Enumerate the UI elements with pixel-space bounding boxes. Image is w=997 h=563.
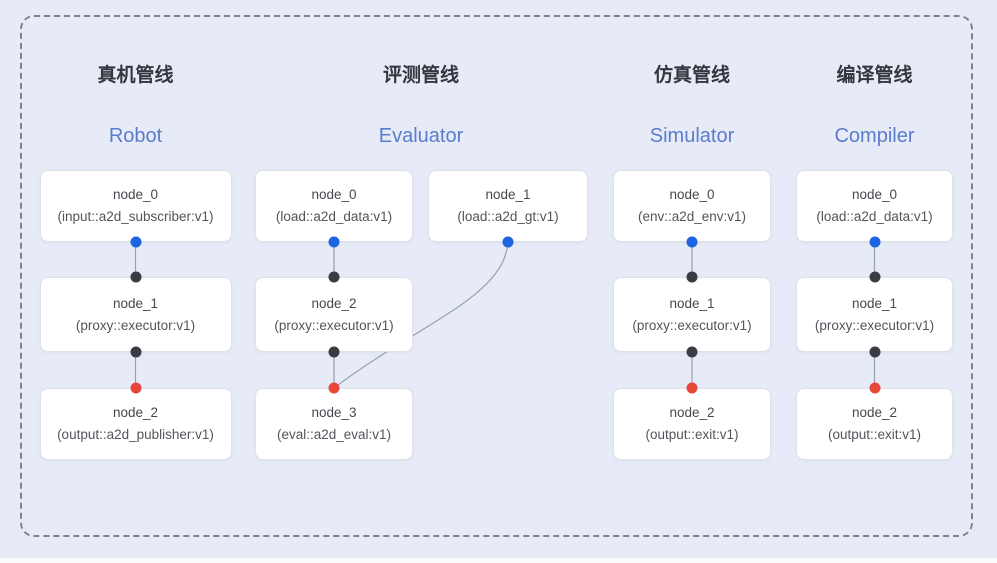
port-dot-black <box>869 346 880 358</box>
node-type: (load::a2d_gt:v1) <box>457 209 559 224</box>
node-type: (input::a2d_subscriber:v1) <box>57 209 214 224</box>
port-dot-red <box>686 382 698 394</box>
node-name: node_0 <box>112 187 159 202</box>
node-name: node_2 <box>112 405 159 420</box>
pipeline-title-zh: 编译管线 <box>836 65 913 86</box>
node-card-evaluator-3: node_3(eval::a2d_eval:v1) <box>255 388 413 460</box>
node-name: node_3 <box>311 405 357 420</box>
node-name: node_1 <box>851 295 898 311</box>
node-type: (env::a2d_env:v1) <box>637 209 747 224</box>
node-type: (load::a2d_data:v1) <box>275 209 393 224</box>
node-type: (output::exit:v1) <box>827 427 922 442</box>
node-type: (output::a2d_publisher:v1) <box>57 427 214 442</box>
node-card-evaluator-2: node_2(proxy::executor:v1) <box>255 277 413 352</box>
pipeline-title-en: Evaluator <box>378 125 464 147</box>
dashed-frame <box>20 15 973 537</box>
node-card-compiler-0: node_0(load::a2d_data:v1) <box>796 170 953 242</box>
node-type: (load::a2d_data:v1) <box>816 209 933 224</box>
node-name: node_2 <box>851 405 898 420</box>
pipeline-header-compiler: 编译管线 Compiler <box>765 62 985 150</box>
port-dot-black <box>130 271 141 283</box>
node-type: (proxy::executor:v1) <box>632 317 752 333</box>
node-card-robot-2: node_2(output::a2d_publisher:v1) <box>39 388 232 460</box>
node-name: node_2 <box>669 405 715 420</box>
node-name: node_2 <box>311 295 357 311</box>
node-name: node_1 <box>669 295 715 311</box>
canvas-bottom-margin <box>0 558 997 563</box>
node-type: (eval::a2d_eval:v1) <box>276 427 392 442</box>
port-dot-blue <box>686 236 698 248</box>
port-dot-black <box>686 271 698 283</box>
node-name: node_1 <box>485 187 531 202</box>
node-card-compiler-1: node_1(proxy::executor:v1) <box>796 277 953 352</box>
port-dot-blue <box>869 236 880 248</box>
pipeline-title-zh: 仿真管线 <box>653 65 730 86</box>
node-card-simulator-2: node_2(output::exit:v1) <box>613 388 771 460</box>
port-dot-black <box>686 346 698 358</box>
pipeline-header-simulator: 仿真管线 Simulator <box>582 62 802 150</box>
port-dot-black <box>328 346 340 358</box>
node-card-compiler-2: node_2(output::exit:v1) <box>796 388 953 460</box>
port-dot-black <box>130 346 141 358</box>
node-card-evaluator-1: node_1(load::a2d_gt:v1) <box>428 170 588 242</box>
pipeline-title-en: Robot <box>108 125 163 147</box>
node-card-simulator-0: node_0(env::a2d_env:v1) <box>613 170 771 242</box>
node-card-robot-0: node_0(input::a2d_subscriber:v1) <box>39 170 232 242</box>
port-dot-blue <box>502 236 514 248</box>
node-card-evaluator-0: node_0(load::a2d_data:v1) <box>255 170 413 242</box>
node-name: node_1 <box>112 295 159 311</box>
node-card-robot-1: node_1(proxy::executor:v1) <box>39 277 232 352</box>
pipeline-title-en: Compiler <box>834 125 915 147</box>
node-name: node_0 <box>669 187 715 202</box>
node-type: (proxy::executor:v1) <box>814 317 935 333</box>
port-dot-blue <box>130 236 141 248</box>
port-dot-red <box>869 382 880 394</box>
node-type: (output::exit:v1) <box>645 427 739 442</box>
port-dot-black <box>869 271 880 283</box>
pipeline-header-evaluator: 评测管线 Evaluator <box>311 62 531 150</box>
port-dot-black <box>328 271 340 283</box>
node-name: node_0 <box>851 187 898 202</box>
pipeline-title-zh: 真机管线 <box>97 65 174 86</box>
edge-curve <box>333 241 509 389</box>
pipeline-title-en: Simulator <box>649 125 735 147</box>
pipeline-title-zh: 评测管线 <box>382 65 459 86</box>
node-card-simulator-1: node_1(proxy::executor:v1) <box>613 277 771 352</box>
node-name: node_0 <box>311 187 357 202</box>
node-type: (proxy::executor:v1) <box>75 317 196 333</box>
port-dot-red <box>130 382 141 394</box>
node-type: (proxy::executor:v1) <box>274 317 394 333</box>
port-dot-blue <box>328 236 340 248</box>
port-dot-red <box>328 382 340 394</box>
pipeline-header-robot: 真机管线 Robot <box>26 62 246 150</box>
